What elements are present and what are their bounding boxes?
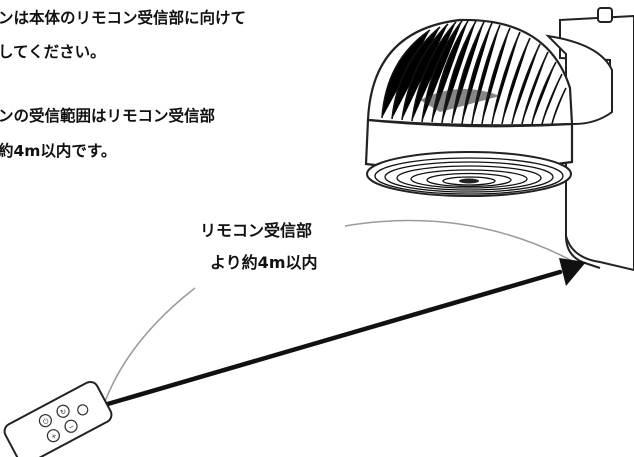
fan-grille [366, 18, 574, 127]
remote-button-power-icon: ⏻ [42, 416, 51, 426]
signal-arrow [91, 258, 586, 411]
instruction-line-3: ンの受信範囲はリモコン受信部 [0, 107, 216, 125]
range-label-line-2: より約4m以内 [210, 253, 318, 272]
fan-front-ring [364, 118, 574, 197]
range-arc-lower [103, 287, 196, 405]
instruction-line-4: 約4m以内です。 [0, 142, 117, 160]
remote-button-plus-icon: + [49, 432, 58, 442]
fan-motor-housing [545, 34, 613, 125]
remote-control: ⏻ ↻ + − [3, 380, 113, 457]
remote-button-minus-icon: − [67, 422, 76, 432]
range-arc-upper [344, 219, 579, 265]
instruction-line-1: ンは本体のリモコン受信部に向けて [0, 9, 247, 27]
instruction-line-2: してください。 [0, 43, 106, 61]
remote-button-swing-icon: ↻ [59, 407, 68, 417]
range-label-line-1: リモコン受信部 [200, 221, 313, 240]
